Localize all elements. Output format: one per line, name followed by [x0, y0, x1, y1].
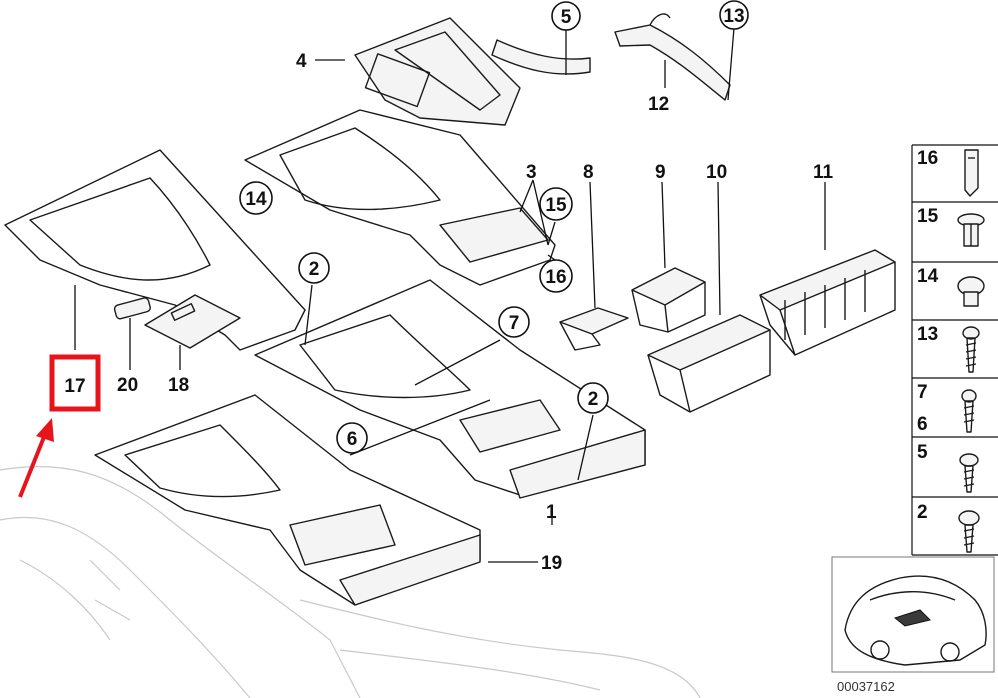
svg-text:16: 16	[545, 267, 566, 288]
callout-19: 19	[541, 553, 562, 574]
rivet-icon	[957, 276, 985, 307]
callout-9: 9	[655, 162, 666, 183]
legend-14: 14	[917, 266, 939, 287]
part-17-trim-panel	[4, 149, 306, 351]
expanding-rivet-icon	[957, 213, 985, 247]
background-console-outline	[0, 465, 701, 698]
part-10-storage-box	[647, 314, 771, 413]
callout-16-circle: 16	[539, 259, 573, 293]
legend-5: 5	[917, 442, 928, 463]
callout-2-circle-upper: 2	[298, 252, 330, 284]
callout-3: 3	[526, 162, 537, 183]
legend-2: 2	[917, 502, 928, 523]
part-4-shifter-surround	[354, 17, 521, 126]
svg-text:6: 6	[347, 429, 358, 450]
callout-20: 20	[117, 375, 138, 396]
part-20-cover	[113, 297, 151, 320]
part-1-console-base	[254, 279, 646, 499]
diagram-code: 00037162	[837, 679, 895, 694]
svg-text:5: 5	[561, 7, 572, 28]
callout-2-circle-lower: 2	[577, 382, 609, 414]
part-9-box	[631, 267, 706, 333]
part-3-console-trim	[244, 109, 556, 286]
fastener-legend: 16 15 14 13 7 6 5 2	[911, 144, 998, 556]
callout-5-circle: 5	[551, 1, 581, 31]
car-locator-thumbnail	[831, 556, 995, 673]
part-19-console-frame	[94, 394, 481, 606]
callout-4: 4	[296, 51, 307, 72]
legend-6: 6	[917, 414, 928, 435]
callout-8: 8	[583, 162, 594, 183]
callout-14-circle: 14	[239, 181, 273, 215]
callout-11: 11	[813, 162, 834, 183]
part-5-bracket	[491, 39, 591, 75]
callout-15-circle: 15	[539, 187, 573, 221]
red-arrow-icon	[18, 418, 54, 498]
svg-text:2: 2	[588, 389, 599, 410]
callout-1: 1	[546, 502, 557, 523]
svg-text:14: 14	[245, 189, 267, 210]
screw-icon-2	[958, 510, 980, 553]
clip-icon	[964, 149, 979, 197]
legend-16: 16	[917, 148, 938, 169]
leader-lines	[74, 27, 826, 563]
part-8-tray	[559, 307, 629, 351]
screw-icon-13	[962, 326, 980, 373]
callout-10: 10	[706, 162, 727, 183]
svg-text:17: 17	[64, 376, 85, 397]
callout-18: 18	[168, 375, 189, 396]
callout-13-circle: 13	[719, 0, 749, 30]
svg-text:13: 13	[723, 6, 744, 27]
screw-icon-5	[959, 453, 979, 493]
svg-text:15: 15	[545, 195, 567, 216]
part-18-panel	[144, 294, 241, 349]
svg-text:7: 7	[509, 313, 520, 334]
screw-icon-7-6	[961, 389, 977, 433]
legend-13: 13	[917, 324, 938, 345]
callout-17-highlight: 17	[49, 354, 101, 412]
svg-text:2: 2	[309, 259, 320, 280]
part-11-cassette-holder	[759, 249, 896, 356]
legend-15: 15	[917, 206, 939, 227]
callout-6-circle: 6	[336, 422, 368, 454]
legend-7: 7	[917, 382, 928, 403]
callout-7-circle: 7	[498, 306, 530, 338]
part-12-light-strip	[614, 13, 731, 101]
callout-12: 12	[648, 94, 669, 115]
